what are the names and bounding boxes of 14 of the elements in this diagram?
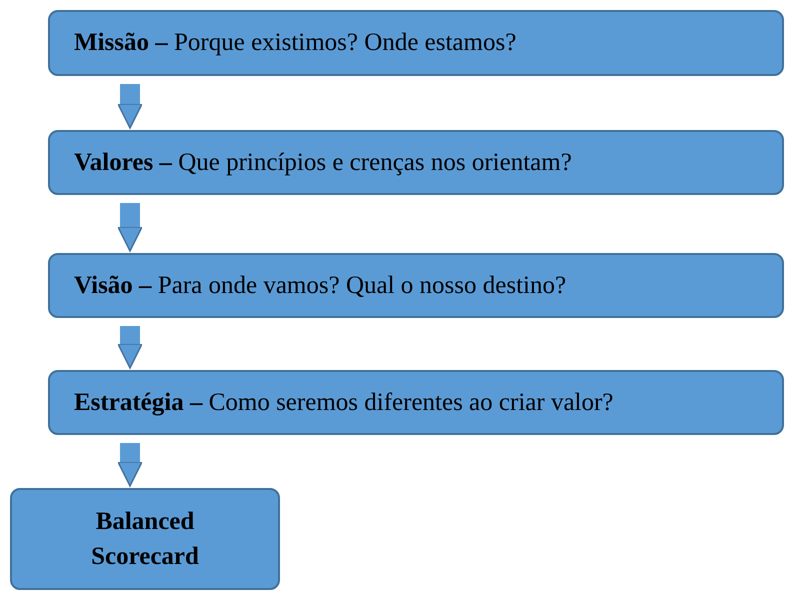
box-text: Balanced Scorecard [90,507,200,572]
box-text: Valores – Que princípios e crenças nos orientam? [73,148,572,176]
box-text: Visão – Para onde vamos? Qual o nosso destino? [73,272,566,300]
block-arrow [117,203,143,252]
process-box [48,253,784,318]
process-box [48,130,784,195]
box-text: Missão – Porque existimos? Onde estamos? [73,29,516,57]
block-arrow [117,326,143,369]
box-text: Estratégia – Como seremos diferentes ao criar valor? [73,388,614,416]
block-arrow [117,84,143,129]
process-box [48,10,784,76]
process-box [48,370,784,435]
block-arrow [117,443,143,487]
process-box [10,488,280,590]
